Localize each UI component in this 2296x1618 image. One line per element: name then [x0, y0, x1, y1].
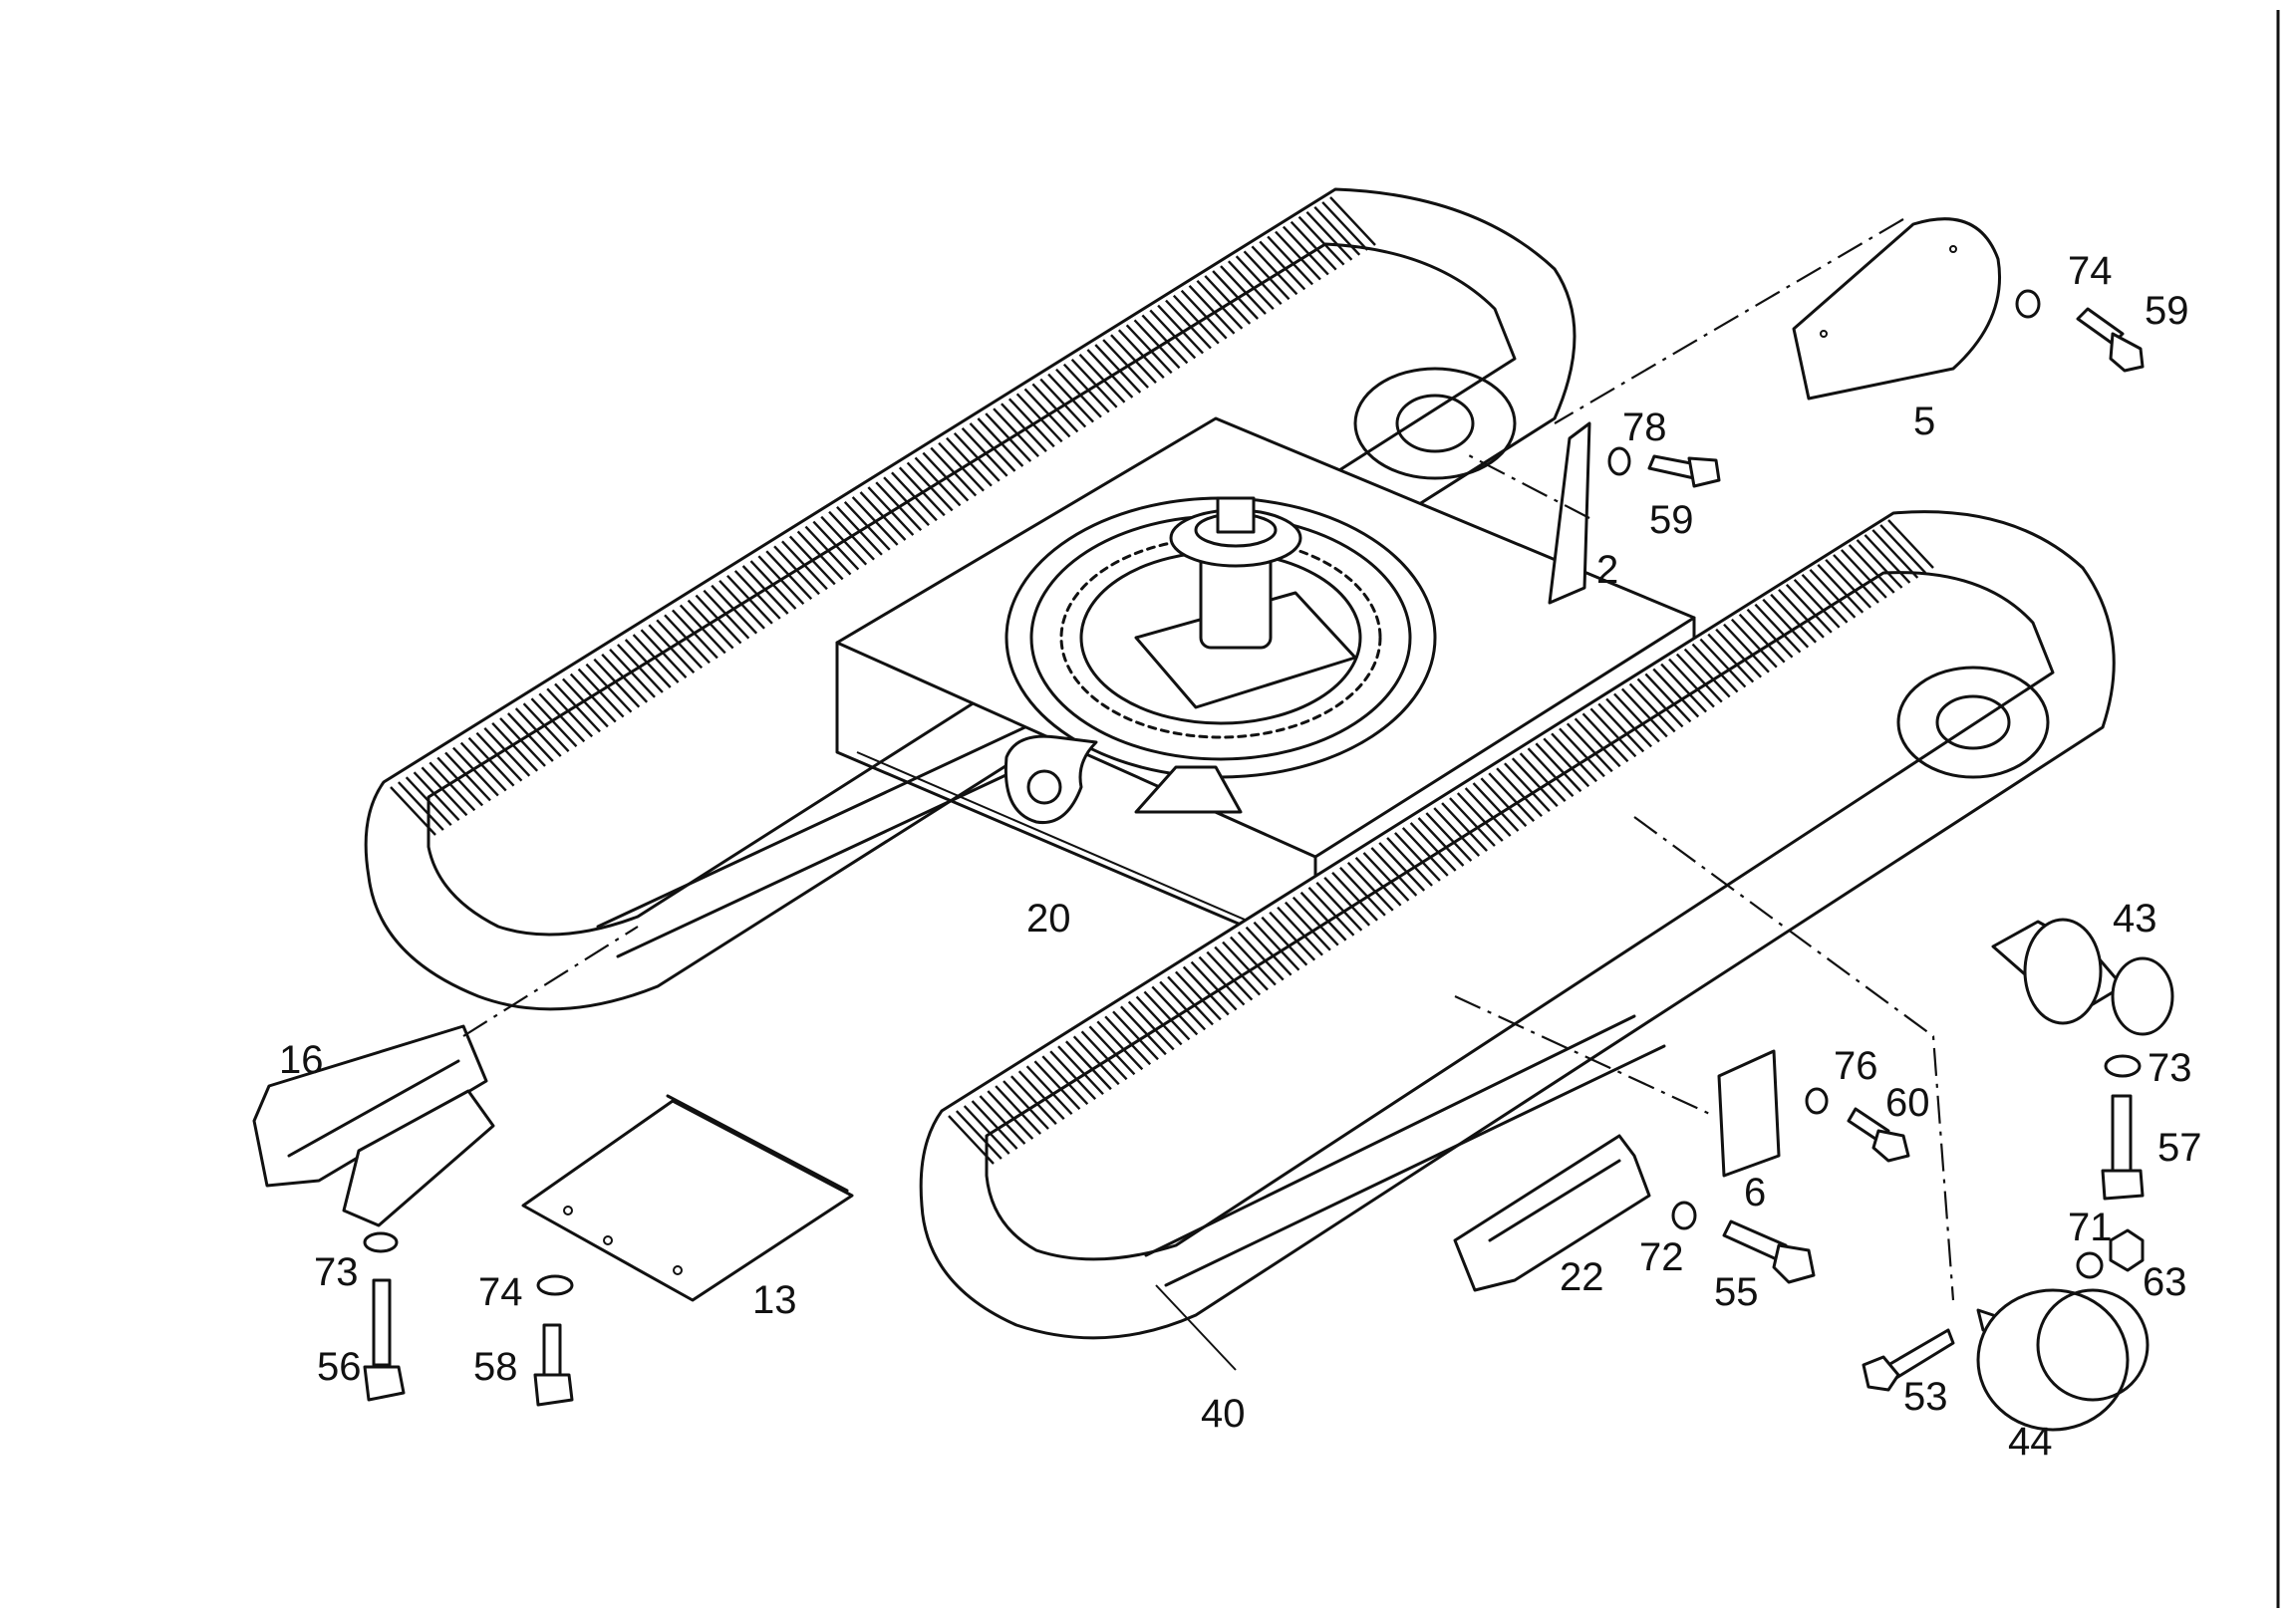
plate-13: [521, 1099, 854, 1302]
bolt-59-upper: [2076, 307, 2145, 373]
washer-72: [1671, 1201, 1697, 1230]
washer-74-lower: [536, 1274, 574, 1296]
callout-5: 5: [1913, 400, 1935, 443]
cover-plate-5: [1792, 217, 2002, 401]
bolt-58: [533, 1323, 574, 1407]
callout-43: 43: [2113, 897, 2157, 941]
washer-71: [2076, 1251, 2104, 1279]
callout-57: 57: [2157, 1126, 2202, 1170]
callout-73-left: 73: [314, 1250, 359, 1294]
carrier-roller-43: [1991, 918, 2174, 1036]
callout-72: 72: [1639, 1235, 1684, 1279]
bolt-57: [2101, 1094, 2145, 1201]
rotary-joint: [1134, 496, 1357, 709]
callout-6: 6: [1744, 1171, 1766, 1214]
callout-56: 56: [317, 1345, 362, 1389]
washer-73-right: [2104, 1054, 2142, 1078]
right-crawler-track: [919, 510, 2116, 1340]
callout-76: 76: [1834, 1044, 1878, 1088]
washer-74-upper: [2015, 289, 2041, 319]
callout-53: 53: [1903, 1375, 1948, 1419]
idler-roller-44: [1976, 1288, 2150, 1432]
right-track-tread-pads: [948, 519, 1934, 1165]
callout-labels: 5 74 59 78 59 2 20 43 73 57 76 60 6 71 6…: [279, 249, 2202, 1464]
callout-59-upper: 59: [2145, 289, 2189, 333]
bolt-56: [363, 1278, 406, 1402]
callout-71: 71: [2068, 1206, 2113, 1249]
callout-78: 78: [1622, 405, 1667, 449]
washer-76: [1805, 1087, 1829, 1115]
callout-59-middle: 59: [1649, 498, 1694, 542]
bolt-53: [1862, 1328, 1955, 1392]
nut-63: [2109, 1228, 2145, 1272]
callout-16: 16: [279, 1038, 324, 1082]
cover-plate-6: [1717, 1049, 1781, 1178]
plate-2: [1548, 421, 1591, 605]
washer-73-left: [363, 1231, 399, 1253]
callout-13: 13: [752, 1278, 797, 1322]
guide-rail-22: [1453, 1134, 1651, 1292]
callout-22: 22: [1560, 1255, 1604, 1299]
bolt-59-middle: [1647, 454, 1721, 488]
callout-2: 2: [1596, 548, 1618, 592]
towing-eye: [1004, 734, 1098, 825]
callout-63: 63: [2143, 1260, 2187, 1304]
callout-74-lower: 74: [478, 1270, 523, 1314]
track-guide-16: [252, 1024, 495, 1227]
right-track-drive-sprocket: [1896, 666, 2050, 779]
callout-74-upper: 74: [2068, 249, 2113, 293]
bolt-60: [1847, 1107, 1910, 1163]
callout-44: 44: [2008, 1420, 2053, 1464]
support-lug: [1134, 765, 1243, 814]
callout-60: 60: [1885, 1081, 1930, 1125]
bolt-55: [1722, 1219, 1816, 1284]
leader-lines: [462, 218, 1955, 1371]
callout-58: 58: [473, 1345, 518, 1389]
callout-73-right: 73: [2148, 1046, 2192, 1090]
callout-40: 40: [1201, 1392, 1246, 1436]
callout-20: 20: [1026, 897, 1071, 941]
callout-55: 55: [1714, 1270, 1759, 1314]
washer-78: [1607, 446, 1631, 476]
left-track-drive-sprocket: [1353, 367, 1517, 480]
left-track-tread-pads: [390, 196, 1376, 836]
